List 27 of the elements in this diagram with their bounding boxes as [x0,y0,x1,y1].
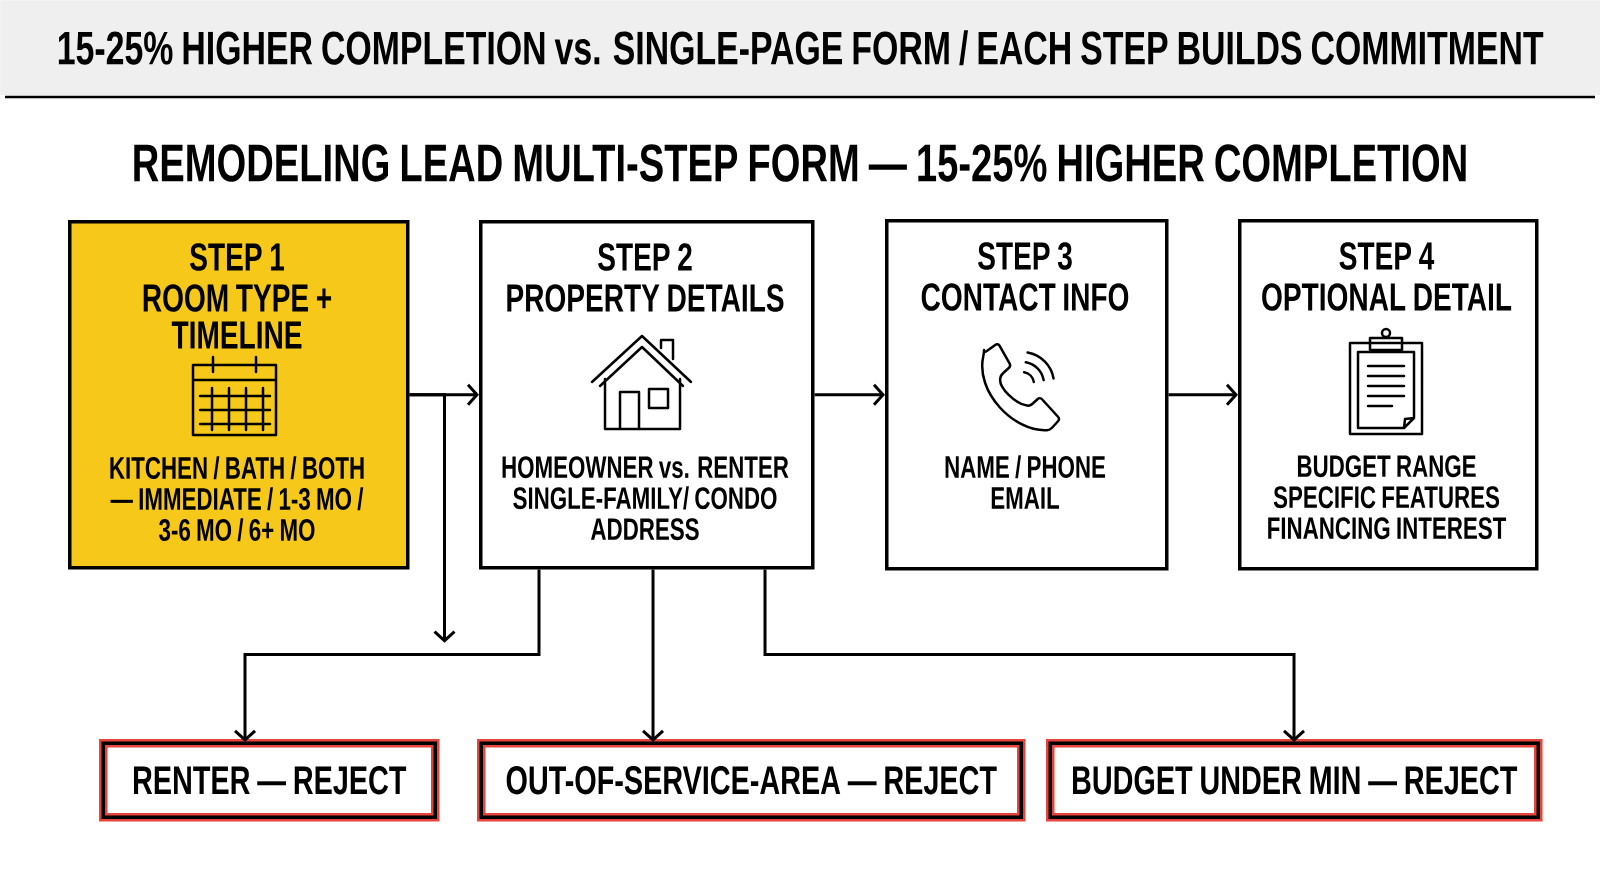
arrow [763,569,1305,742]
arrow [1168,383,1238,406]
arrow [642,569,664,742]
title: REMODELING LEAD MULTI-STEP FORM — 15-25% HIGHER COMPLETION [134,144,1466,182]
step-title: OPTIONAL DETAIL [1262,283,1512,311]
arrow [234,569,541,742]
step-number: STEP 2 [598,243,692,271]
step-box [1238,219,1539,571]
reject-box: OUT-OF-SERVICE-AREA — REJECT [477,739,1026,822]
arrow [814,383,885,406]
step-number: STEP 3 [978,242,1072,270]
step-details: NAME / PHONE EMAIL [945,455,1106,509]
step-details: BUDGET RANGE SPECIFIC FEATURES FINANCING INTEREST [1268,455,1507,540]
step-box [479,220,815,570]
step-box [885,219,1169,571]
step-number: STEP 1 [190,243,284,271]
step-number: STEP 4 [1339,242,1435,270]
step-box [68,220,410,570]
step-title: PROPERTY DETAILS [507,284,784,312]
reject-box: BUDGET UNDER MIN — REJECT [1046,739,1543,822]
step-details: HOMEOWNER vs. RENTER SINGLE-FAMILY/ CONDO ADDRESS [502,456,789,541]
arrow [409,393,456,643]
step-details: KITCHEN / BATH / BOTH — IMMEDIATE / 1-3 MO / 3-6 MO / 6+ MO [110,456,364,542]
reject-box: RENTER — REJECT [99,739,440,822]
header-band: 15-25% HIGHER COMPLETION vs. SINGLE-PAGE FORM / EACH STEP BUILDS COMMITMENT [0,0,1600,96]
step-title: ROOM TYPE + TIMELINE [143,284,332,349]
step-title: CONTACT INFO [921,283,1129,311]
